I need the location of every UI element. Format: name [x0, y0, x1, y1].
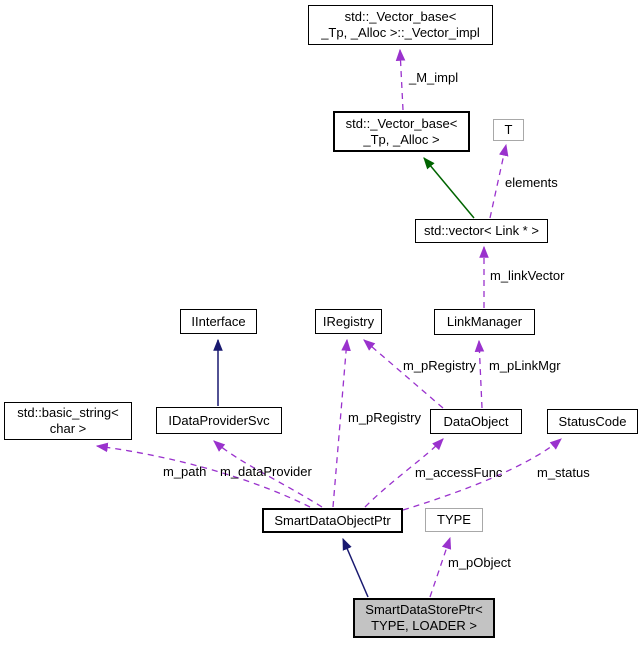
class-node-linkmanager[interactable]: LinkManager	[434, 309, 535, 335]
edge-label-elements: elements	[505, 175, 558, 190]
edge-label-m-dataprovider: m_dataProvider	[220, 464, 312, 479]
edge-label-m-pregistry-smartptr: m_pRegistry	[348, 410, 421, 425]
edge-label-m-accessfunc: m_accessFunc	[415, 465, 503, 480]
template-param-node-type: TYPE	[425, 508, 483, 532]
edge-inherit-smartdatastoreptr-smartdataobjectptr	[342, 537, 369, 598]
class-node-vector-base[interactable]: std::_Vector_base< _Tp, _Alloc >	[333, 111, 470, 152]
edge-label-m-pobject: m_pObject	[448, 555, 511, 570]
class-node-smartdataobjectptr[interactable]: SmartDataObjectPtr	[262, 508, 403, 533]
class-node-vector-impl[interactable]: std::_Vector_base< _Tp, _Alloc >::_Vecto…	[308, 5, 493, 45]
class-node-idataprovidersvc[interactable]: IDataProviderSvc	[156, 407, 282, 434]
class-node-dataobject[interactable]: DataObject	[430, 409, 522, 434]
class-node-smartdatastoreptr-focus: SmartDataStorePtr< TYPE, LOADER >	[353, 598, 495, 638]
class-node-iinterface[interactable]: IInterface	[180, 309, 257, 334]
edge-label-m-status: m_status	[537, 465, 590, 480]
edge-inherit-vector-vectorbase	[423, 157, 475, 219]
class-node-statuscode[interactable]: StatusCode	[547, 409, 638, 434]
edge-label-m-plinkmgr: m_pLinkMgr	[489, 358, 561, 373]
edge-m-pobject	[429, 536, 452, 598]
edge-elements	[489, 143, 509, 219]
class-node-iregistry[interactable]: IRegistry	[315, 309, 382, 334]
edge-label-m-pregistry-dataobject: m_pRegistry	[403, 358, 476, 373]
class-node-basic-string[interactable]: std::basic_string< char >	[4, 402, 132, 440]
edge-m-impl	[395, 48, 406, 111]
edge-m-plinkmgr	[474, 339, 485, 409]
template-param-node-t: T	[493, 119, 524, 141]
edge-label-m-path: m_path	[163, 464, 207, 479]
edge-label-m-impl: _M_impl	[409, 70, 459, 85]
class-node-vector-link[interactable]: std::vector< Link * >	[415, 219, 548, 243]
edge-label-m-linkvector: m_linkVector	[490, 268, 565, 283]
edge-m-pregistry-dataobject	[363, 339, 444, 409]
edge-m-pregistry-smartptr	[332, 338, 351, 508]
